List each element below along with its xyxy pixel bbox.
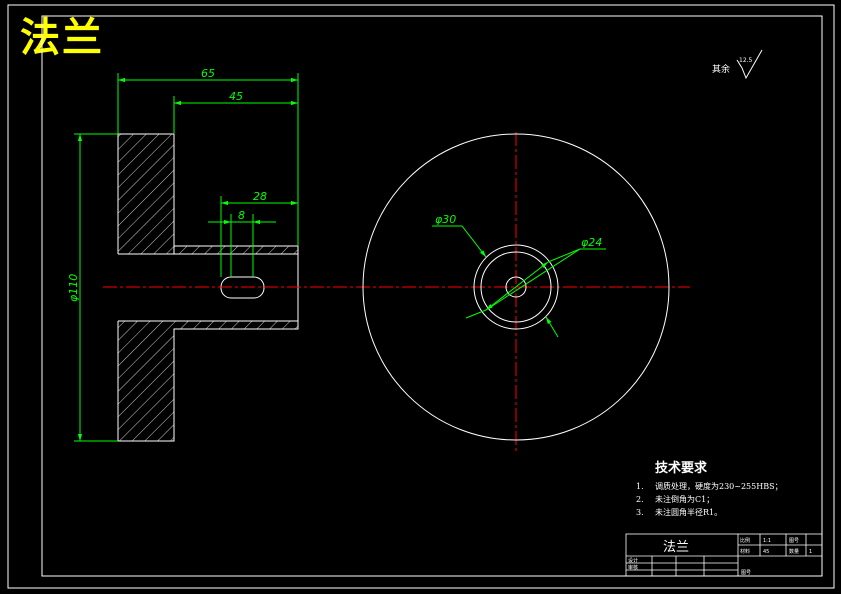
svg-text:图号: 图号 xyxy=(789,538,799,544)
tech-item-2: 未注倒角为C1； xyxy=(655,494,714,504)
technical-requirements: 技术要求 1. 调质处理，硬度为230~255HBS； 2. 未注倒角为C1； … xyxy=(636,460,783,517)
dim-45: 45 xyxy=(229,90,243,103)
dimensions-front xyxy=(432,225,606,338)
outer-frame xyxy=(7,4,835,589)
svg-text:图号: 图号 xyxy=(741,570,751,576)
dim-30: φ30 xyxy=(435,213,456,226)
roughness-symbol: 其余 12.5 xyxy=(712,49,763,80)
svg-text:审核: 审核 xyxy=(628,564,638,571)
dim-110: φ110 xyxy=(67,274,80,302)
hub-circle-inner xyxy=(480,251,552,323)
hub-circle-outer xyxy=(473,244,559,330)
title-block-text: 法兰 比例 1:1 图号 材料 45 数量 1 设计 审核 图号 xyxy=(628,537,812,576)
dim-8: 8 xyxy=(238,209,245,222)
tech-item-1: 调质处理，硬度为230~255HBS； xyxy=(655,481,783,491)
centerlines xyxy=(103,132,690,452)
dimensions-section xyxy=(74,73,299,442)
svg-text:比例: 比例 xyxy=(740,537,750,544)
svg-text:材料: 材料 xyxy=(740,548,750,555)
tech-item-1-num: 1. xyxy=(636,482,644,491)
drawing-title: 法兰 xyxy=(20,15,104,61)
svg-text:1: 1 xyxy=(809,549,812,555)
hatch-lower xyxy=(118,321,298,441)
dim-24: φ24 xyxy=(581,236,602,249)
dim-65: 65 xyxy=(201,67,215,80)
tech-item-3: 未注圆角半径R1。 xyxy=(655,507,722,517)
dim-28: 28 xyxy=(253,190,267,203)
svg-text:12.5: 12.5 xyxy=(739,57,753,64)
dimension-texts-front: φ30 φ24 xyxy=(435,213,602,249)
hatch-upper xyxy=(118,134,298,254)
tech-item-3-num: 3. xyxy=(636,508,644,517)
tech-item-2-num: 2. xyxy=(636,495,644,504)
tech-heading: 技术要求 xyxy=(655,460,708,476)
dimension-texts-section: 65 45 28 8 φ110 xyxy=(67,67,267,302)
svg-text:数量: 数量 xyxy=(789,548,799,555)
svg-text:设计: 设计 xyxy=(628,557,638,564)
title-block-name: 法兰 xyxy=(663,540,689,555)
title-block xyxy=(625,533,823,577)
svg-text:1:1: 1:1 xyxy=(763,538,771,544)
outer-circle xyxy=(362,133,670,441)
svg-text:45: 45 xyxy=(763,549,769,555)
svg-text:其余: 其余 xyxy=(712,63,730,75)
inner-frame xyxy=(41,15,823,577)
